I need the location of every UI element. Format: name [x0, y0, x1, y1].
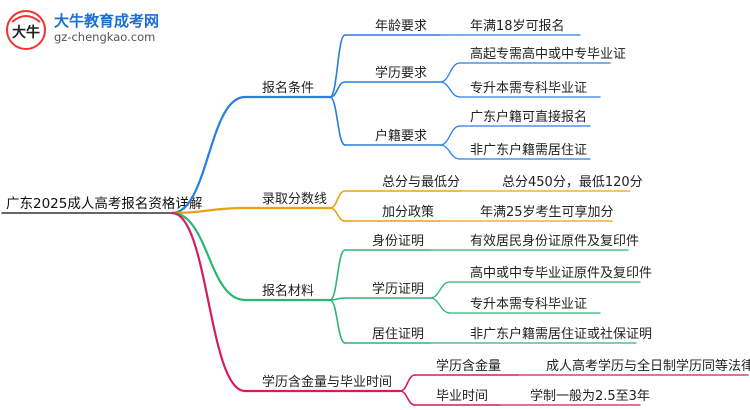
logo-badge-text: 大牛 [12, 24, 40, 41]
child-label: 学历要求 [375, 65, 427, 81]
branch-label: 报名条件 [262, 80, 314, 96]
leaf-connector [429, 297, 451, 314]
child-connector [329, 299, 346, 344]
logo: 大牛 大牛教育成考网 gz-chengkao.com [4, 8, 164, 52]
branch-connector [170, 95, 247, 215]
leaf-connector [429, 281, 451, 299]
child-connector [329, 96, 346, 146]
branch-label: 录取分数线 [262, 192, 327, 207]
leaf-label: 非广东户籍需居住证或社保证明 [470, 326, 652, 342]
leaf-label: 成人高考学历与全日制学历同等法律效力 [546, 358, 750, 374]
child-connector [399, 374, 416, 392]
leaf-connector [439, 144, 461, 160]
branch-connector [170, 211, 247, 393]
child-label: 居住证明 [372, 327, 424, 342]
child-connector [329, 190, 346, 209]
child-label: 身份证明 [372, 233, 424, 249]
branch-label: 报名材料 [262, 283, 314, 299]
child-label: 户籍要求 [375, 128, 427, 144]
leaf-label: 年满18岁可报名 [470, 18, 565, 34]
root-topic: 广东2025成人高考报名资格详解 [6, 195, 202, 212]
leaf-label: 总分450分，最低120分 [502, 175, 643, 190]
leaf-label: 专升本需专科毕业证 [470, 81, 587, 96]
logo-url: gz-chengkao.com [54, 30, 156, 44]
leaf-label: 广东户籍可直接报名 [470, 109, 587, 125]
child-label: 年龄要求 [375, 19, 427, 34]
leaf-label: 有效居民身份证原件及复印件 [470, 233, 639, 249]
child-label: 学历含金量 [436, 358, 501, 374]
child-connector [329, 34, 346, 98]
child-label: 毕业时间 [436, 389, 488, 404]
child-connector [399, 390, 416, 406]
leaf-label: 非广东户籍需居住证 [470, 142, 587, 158]
leaf-connector [439, 125, 461, 146]
logo-emblem-icon: 大牛 [6, 10, 46, 50]
child-connector [329, 249, 346, 301]
child-connector [329, 81, 346, 98]
logo-title: 大牛教育成考网 [54, 12, 160, 30]
branch-label: 学历含金量与毕业时间 [262, 374, 392, 390]
branch-connector [170, 211, 247, 302]
leaf-connector [439, 81, 461, 98]
child-label: 加分政策 [382, 204, 434, 220]
leaf-label: 年满25岁考生可享加分 [480, 204, 614, 220]
child-label: 总分与最低分 [382, 175, 460, 190]
leaf-label: 专升本需专科毕业证 [470, 297, 587, 312]
leaf-label: 高起专需高中或中专毕业证 [470, 46, 626, 62]
child-label: 学历证明 [372, 281, 424, 297]
child-connector [329, 207, 346, 222]
leaf-connector [439, 62, 461, 83]
branch-connector [170, 206, 247, 215]
leaf-label: 学制一般为2.5至3年 [530, 388, 650, 404]
leaf-label: 高中或中专毕业证原件及复印件 [470, 265, 652, 281]
